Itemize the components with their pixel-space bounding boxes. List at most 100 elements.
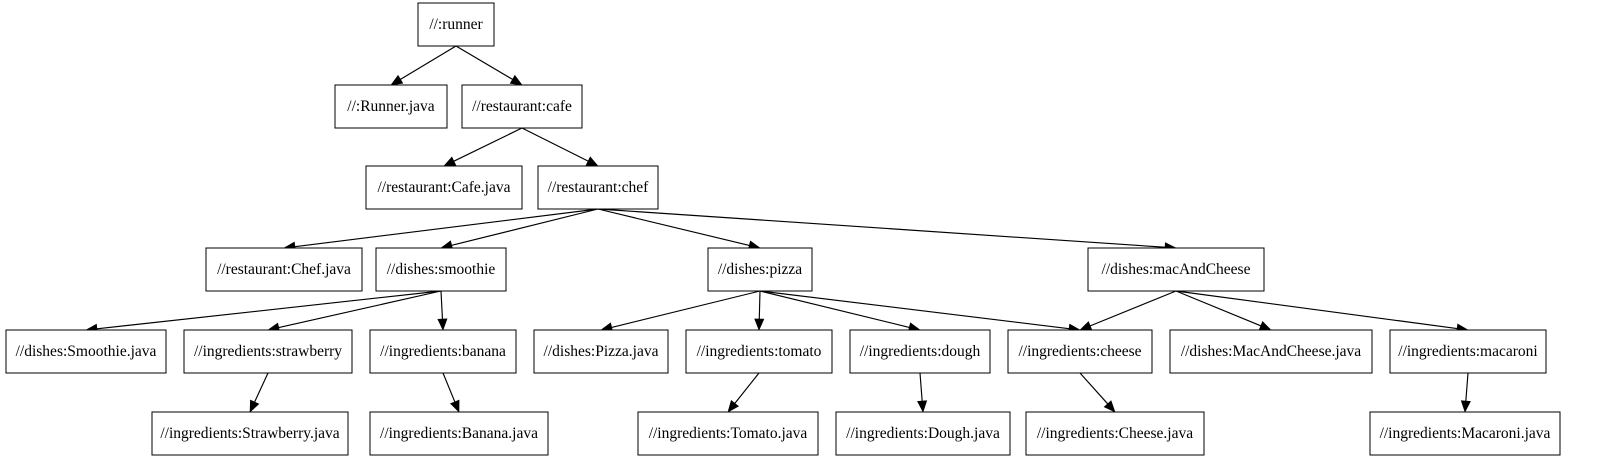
node-box[interactable] <box>417 2 495 47</box>
graph-edge <box>294 208 599 248</box>
node-label: //ingredients:Macaroni.java <box>1380 425 1551 442</box>
graph-edge-arrowhead <box>1460 400 1471 413</box>
node-box[interactable] <box>1369 411 1561 456</box>
graph-node-restaurant_chef[interactable]: //restaurant:chef <box>537 165 659 210</box>
graph-edge <box>96 290 442 330</box>
graph-edge <box>440 290 444 320</box>
node-label: //:Runner.java <box>347 98 435 115</box>
node-label: //ingredients:Banana.java <box>380 425 538 442</box>
node-box[interactable] <box>685 329 833 374</box>
graph-edge <box>734 372 760 404</box>
graph-edge <box>1465 372 1469 402</box>
graph-node-ing_strawberry[interactable]: //ingredients:strawberry <box>183 329 353 374</box>
graph-edge-arrowhead <box>1079 321 1093 331</box>
graph-edge <box>611 290 761 328</box>
graph-node-ing_tomato[interactable]: //ingredients:tomato <box>685 329 833 374</box>
graph-node-dishes_mac[interactable]: //dishes:macAndCheese <box>1087 247 1265 292</box>
graph-edge-arrowhead <box>585 156 599 167</box>
node-label: //restaurant:cafe <box>472 98 572 115</box>
node-box[interactable] <box>461 84 583 129</box>
graph-edge-arrowhead <box>437 318 448 331</box>
graph-node-smoothie_java[interactable]: //dishes:Smoothie.java <box>5 329 167 374</box>
node-label: //ingredients:dough <box>860 343 981 360</box>
graph-edge <box>1175 290 1262 327</box>
node-label: //restaurant:chef <box>548 179 650 196</box>
node-box[interactable] <box>835 411 1011 456</box>
graph-node-dishes_smoothie[interactable]: //dishes:smoothie <box>375 247 507 292</box>
node-label: //ingredients:Strawberry.java <box>160 425 339 442</box>
graph-edge-arrowhead <box>509 74 523 86</box>
graph-node-dishes_pizza[interactable]: //dishes:pizza <box>707 247 813 292</box>
graph-edge <box>521 127 589 162</box>
graph-node-ing_dough[interactable]: //ingredients:dough <box>849 329 991 374</box>
node-label: //ingredients:strawberry <box>194 343 342 360</box>
graph-edge <box>919 372 923 402</box>
graph-edge-arrowhead <box>727 400 739 413</box>
edges-layer <box>85 45 1471 413</box>
node-box[interactable] <box>375 247 507 292</box>
graph-node-cafe_java[interactable]: //restaurant:Cafe.java <box>365 165 523 210</box>
graph-edge <box>451 208 599 246</box>
graph-node-macaroni_java[interactable]: //ingredients:Macaroni.java <box>1369 411 1561 456</box>
node-box[interactable] <box>369 411 549 456</box>
graph-node-pizza_java[interactable]: //dishes:Pizza.java <box>533 329 669 374</box>
graph-edge <box>1089 290 1177 327</box>
graph-edge <box>1079 372 1109 405</box>
graph-edge <box>597 208 750 246</box>
node-label: //ingredients:Dough.java <box>846 425 1000 442</box>
graph-node-mac_java[interactable]: //dishes:MacAndCheese.java <box>1169 329 1373 374</box>
node-box[interactable] <box>1169 329 1373 374</box>
node-box[interactable] <box>707 247 813 292</box>
nodes-layer: //:runner //:Runner.java //restaurant:cafe… <box>5 2 1561 456</box>
graph-edge <box>758 290 761 320</box>
graph-edge <box>453 127 523 162</box>
node-box[interactable] <box>151 411 349 456</box>
graph-edge-arrowhead <box>249 399 260 413</box>
node-box[interactable] <box>1025 411 1205 456</box>
node-box[interactable] <box>537 165 659 210</box>
node-box[interactable] <box>365 165 523 210</box>
graph-edge-arrowhead <box>917 400 928 413</box>
graph-node-ing_cheese[interactable]: //ingredients:cheese <box>1007 329 1153 374</box>
node-label: //ingredients:banana <box>380 343 506 360</box>
node-box[interactable] <box>369 329 517 374</box>
node-label: //restaurant:Chef.java <box>217 261 351 278</box>
graph-edge <box>1175 290 1458 330</box>
node-label: //dishes:pizza <box>718 261 802 278</box>
node-box[interactable] <box>637 411 819 456</box>
node-box[interactable] <box>205 247 363 292</box>
graph-edge <box>278 290 442 329</box>
graph-edge <box>254 372 269 403</box>
graph-edge <box>597 208 1166 248</box>
graph-node-ing_banana[interactable]: //ingredients:banana <box>369 329 517 374</box>
graph-edge <box>759 290 1070 330</box>
graph-edge-arrowhead <box>1103 400 1116 413</box>
node-box[interactable] <box>334 84 448 129</box>
graph-node-cheese_java[interactable]: //ingredients:Cheese.java <box>1025 411 1205 456</box>
graph-edge-arrowhead <box>390 74 404 86</box>
graph-node-dough_java[interactable]: //ingredients:Dough.java <box>835 411 1011 456</box>
graph-node-runner[interactable]: //:runner <box>417 2 495 47</box>
node-box[interactable] <box>533 329 669 374</box>
node-box[interactable] <box>1087 247 1265 292</box>
node-box[interactable] <box>849 329 991 374</box>
graph-edge <box>455 45 513 80</box>
graph-node-strawberry_java[interactable]: //ingredients:Strawberry.java <box>151 411 349 456</box>
node-label: //restaurant:Cafe.java <box>378 179 511 196</box>
graph-node-restaurant_cafe[interactable]: //restaurant:cafe <box>461 84 583 129</box>
node-box[interactable] <box>5 329 167 374</box>
graph-node-ing_macaroni[interactable]: //ingredients:macaroni <box>1389 329 1547 374</box>
node-label: //:runner <box>429 16 483 33</box>
node-box[interactable] <box>183 329 353 374</box>
graph-node-runner_java[interactable]: //:Runner.java <box>334 84 448 129</box>
graph-edge-arrowhead <box>450 399 460 413</box>
node-label: //dishes:MacAndCheese.java <box>1181 343 1361 360</box>
graph-node-chef_java[interactable]: //restaurant:Chef.java <box>205 247 363 292</box>
node-label: //dishes:Pizza.java <box>544 343 659 360</box>
node-box[interactable] <box>1389 329 1547 374</box>
graph-node-banana_java[interactable]: //ingredients:Banana.java <box>369 411 549 456</box>
graph-node-tomato_java[interactable]: //ingredients:Tomato.java <box>637 411 819 456</box>
node-box[interactable] <box>1007 329 1153 374</box>
